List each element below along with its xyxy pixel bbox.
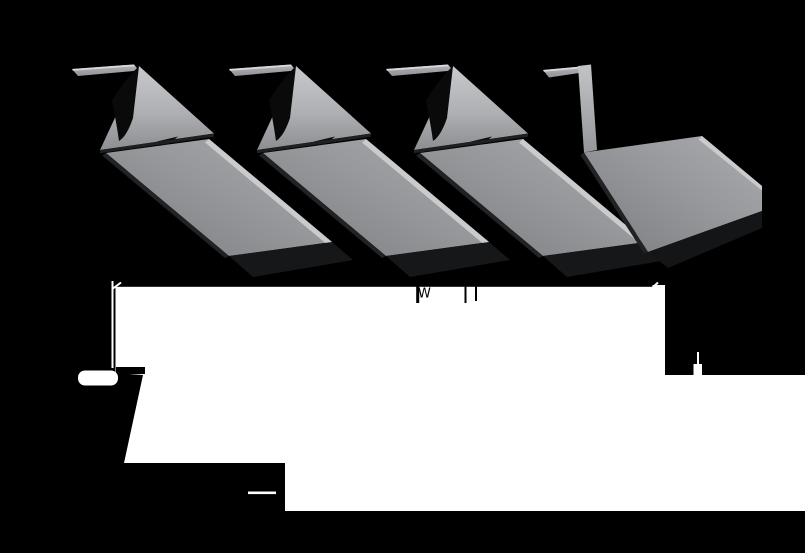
dimension-tick <box>475 286 477 301</box>
pan-shadow-wedge <box>648 211 762 268</box>
seam-detail-bar <box>116 367 145 374</box>
rib-tail-highlight <box>543 66 582 72</box>
right-dimension-flag <box>693 364 702 376</box>
rib-vertical-leg <box>578 64 597 153</box>
bottom-dimension-dash <box>248 491 276 495</box>
drawing-area <box>115 285 805 511</box>
metal-panel-render <box>72 64 762 277</box>
partial-rib-module <box>543 64 762 268</box>
leader-end-cap <box>78 370 118 386</box>
right-extension-line <box>697 352 699 375</box>
pan-left-seam <box>580 152 648 254</box>
pan-edge-highlight <box>698 136 762 191</box>
dimension-tick <box>464 286 467 303</box>
left-extension-line <box>111 281 114 368</box>
dimension-tick <box>416 286 420 303</box>
width-dimension-line <box>115 285 653 287</box>
drawing-sheet: W <box>78 281 805 511</box>
dimension-end-tick-left <box>112 281 122 290</box>
panel-pan <box>584 136 762 252</box>
width-dimension-label: W <box>418 287 431 302</box>
dimension-end-tick-right <box>650 281 659 290</box>
